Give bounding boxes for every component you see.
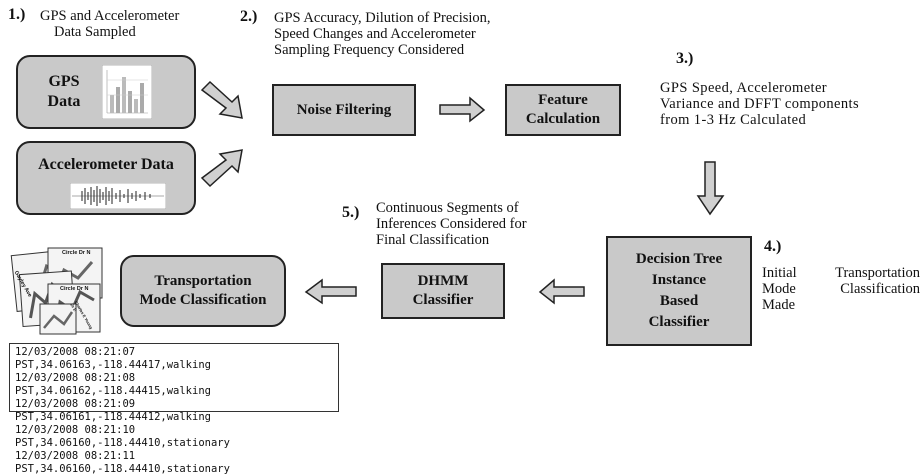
gps-data-box: GPS Data xyxy=(16,55,196,129)
tree-label-line-3: Based xyxy=(659,293,699,309)
gps-data-label: GPS Data xyxy=(18,72,110,112)
step-1-number: 1.) xyxy=(8,6,26,23)
data-log-row: 12/03/2008 08:21:08 PST,34.06162,-118.44… xyxy=(15,372,211,397)
tree-label-line-4: Classifier xyxy=(648,314,710,330)
step-5-number: 5.) xyxy=(342,204,360,221)
step-3-description: GPS Speed, Accelerometer Variance and DF… xyxy=(660,80,859,128)
feature-label-line-1: Feature xyxy=(538,92,588,108)
step-3-line-3: from 1-3 Hz Calculated xyxy=(660,112,807,128)
data-log-row: 12/03/2008 08:21:07 PST,34.06163,-118.44… xyxy=(15,346,211,371)
arrow-feature-to-tree xyxy=(696,161,725,216)
step-3-line-1: GPS Speed, Accelerometer xyxy=(660,80,828,96)
arrow-accel-to-noise xyxy=(200,149,243,188)
arrow-tree-to-dhmm xyxy=(538,278,585,305)
dhmm-classifier-box: DHMM Classifier xyxy=(381,263,505,319)
noise-filtering-box: Noise Filtering xyxy=(272,84,416,136)
arrow-noise-to-feature xyxy=(439,96,486,123)
arrow-gps-to-noise xyxy=(200,80,243,119)
step-4-line-1: Initial Transportation xyxy=(762,265,920,281)
data-log-row: 12/03/2008 08:21:09 PST,34.06161,-118.44… xyxy=(15,398,211,423)
step-4-line-2: Mode Classification xyxy=(762,281,920,297)
step-5-description: Continuous Segments of Inferences Consid… xyxy=(376,200,527,248)
transportation-mode-box: Transportation Mode Classification xyxy=(120,255,286,327)
step-3-line-2: Variance and DFFT components xyxy=(660,96,859,112)
map-stack-icon xyxy=(10,247,103,335)
map-label-3: Circle Dr N xyxy=(60,286,89,292)
step-2-line-2: Speed Changes and Accelerometer xyxy=(274,26,476,42)
dhmm-label-line-1: DHMM xyxy=(417,273,469,289)
step-2-number: 2.) xyxy=(240,8,258,25)
step-1-line-1: GPS and Accelerometer xyxy=(40,8,180,24)
data-log-box: 12/03/2008 08:21:07 PST,34.06163,-118.44… xyxy=(9,343,339,475)
step-5-line-1: Continuous Segments of xyxy=(376,200,519,216)
step-2-line-1: GPS Accuracy, Dilution of Precision, xyxy=(274,10,491,26)
accelerometer-data-label: Accelerometer Data xyxy=(38,156,174,173)
map-thumbnails: Circle Dr N Gayley Ave Circle Dr N Charl… xyxy=(8,240,112,340)
step-2-description: GPS Accuracy, Dilution of Precision, Spe… xyxy=(274,10,491,58)
gps-chart-thumbnail xyxy=(102,65,152,119)
step-5-line-2: Inferences Considered for xyxy=(376,216,527,232)
arrow-dhmm-to-mode xyxy=(304,278,357,305)
step-1-description: GPS and Accelerometer Data Sampled xyxy=(40,8,179,40)
accelerometer-data-box: Accelerometer Data xyxy=(16,141,196,215)
step-1-line-2: Data Sampled xyxy=(54,24,136,40)
data-log-row: 12/03/2008 08:21:10 PST,34.06160,-118.44… xyxy=(15,424,230,449)
step-4-number: 4.) xyxy=(764,238,782,255)
decision-tree-classifier-box: Decision Tree Instance Based Classifier xyxy=(606,236,752,346)
feature-label-line-2: Calculation xyxy=(525,111,601,127)
dhmm-label-line-2: Classifier xyxy=(412,292,474,308)
step-4-description: Initial Transportation Mode Classificati… xyxy=(762,265,920,313)
mode-label-line-2: Mode Classification xyxy=(139,292,267,308)
gps-label-line-2: Data xyxy=(47,93,81,110)
step-4-line-3: Made xyxy=(762,297,796,313)
feature-calculation-box: Feature Calculation xyxy=(505,84,621,136)
step-5-line-3: Final Classification xyxy=(376,232,490,248)
noise-filtering-label: Noise Filtering xyxy=(296,101,392,118)
step-2-line-3: Sampling Frequency Considered xyxy=(274,42,465,58)
step-3-number: 3.) xyxy=(676,50,694,67)
gps-label-line-1: GPS xyxy=(48,73,80,90)
tree-label-line-1: Decision Tree xyxy=(635,251,723,267)
data-log-row: 12/03/2008 08:21:11 PST,34.06160,-118.44… xyxy=(15,450,230,475)
map-label-1: Circle Dr N xyxy=(62,250,91,256)
tree-label-line-2: Instance xyxy=(651,272,707,288)
accelerometer-waveform-thumbnail xyxy=(70,183,166,209)
mode-label-line-1: Transportation xyxy=(154,273,252,289)
